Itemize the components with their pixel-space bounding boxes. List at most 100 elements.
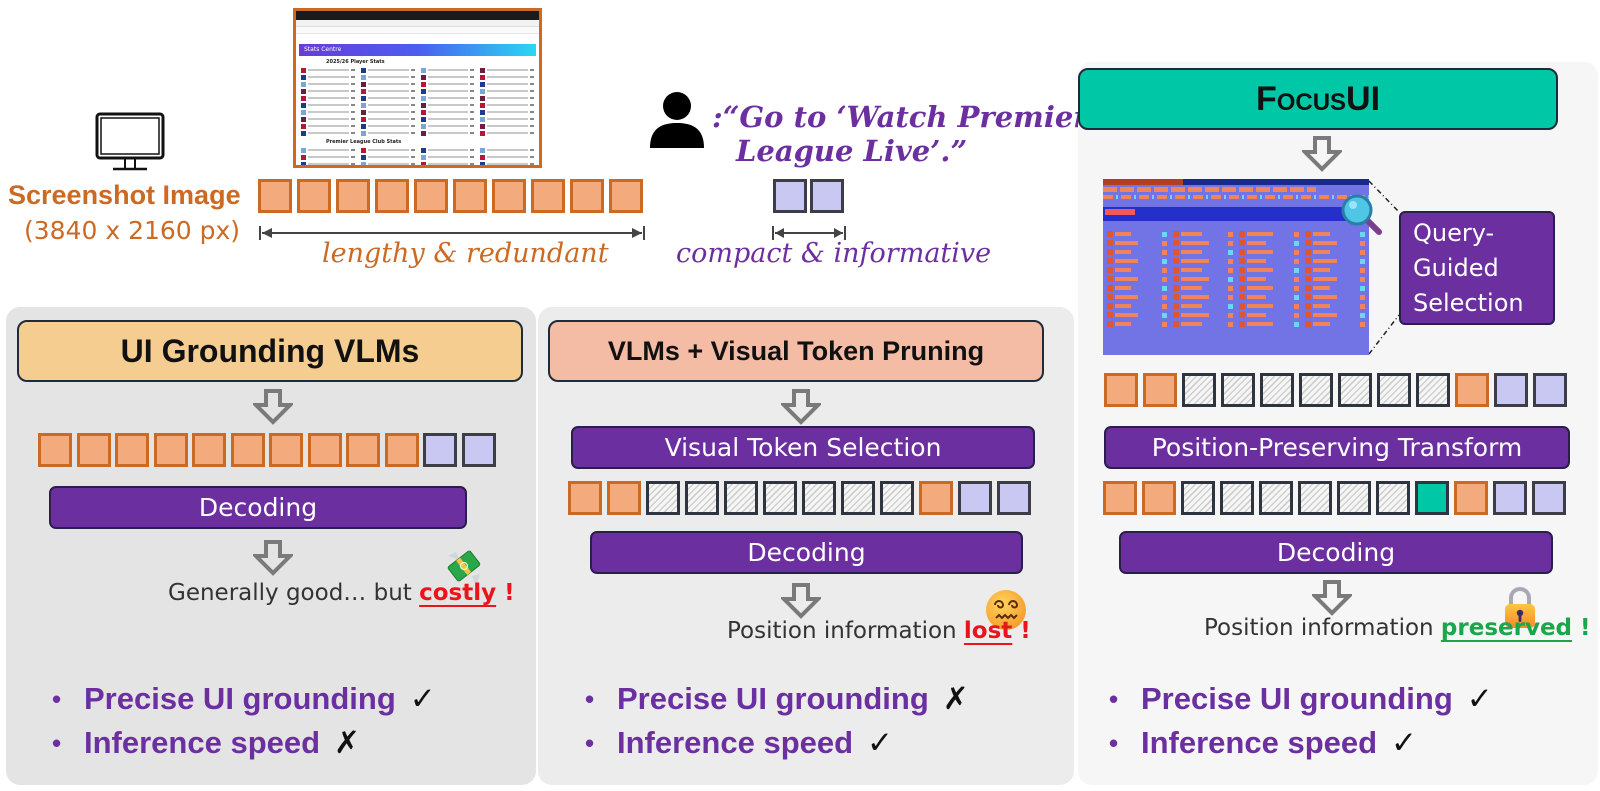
heatmap-row [1305,321,1365,327]
thumbnail-stats-grid [296,67,539,136]
heatmap-row [1305,294,1365,300]
pruned-token [1182,373,1216,407]
thumbnail-row [360,67,415,73]
heatmap-row [1173,240,1233,246]
thumbnail-row [480,130,534,136]
text-token [1532,481,1566,515]
pruned-token [841,481,875,515]
thumbnail-section-title: 2025/26 Player Stats [326,59,385,65]
divider-left [535,320,538,780]
pruned-token [1416,373,1450,407]
bullet-item: Inference speed✗ [44,721,436,765]
visual-token-selection-bar: Visual Token Selection [571,426,1035,469]
decoding-label: Decoding [747,538,866,567]
image-token [307,433,342,467]
result-prefix: Generally good… but [168,580,420,606]
thumbnail-row [420,147,475,153]
thumbnail-row [480,88,534,94]
heatmap-row [1173,321,1233,327]
thumbnail-row [420,116,475,122]
heatmap-row [1239,258,1299,264]
heatmap-row [1305,303,1365,309]
heatmap-row [1239,294,1299,300]
text-token [810,179,844,213]
image-token [1142,481,1176,515]
pruned-token [1376,481,1410,515]
thumbnail-row [480,95,534,101]
heatmap-row [1305,231,1365,237]
down-arrow-icon [779,389,823,425]
heatmap-row [1305,258,1365,264]
heatmap-row [1305,312,1365,318]
heatmap-row [1107,285,1167,291]
decoding-bar: Decoding [49,486,467,529]
vlm-token-sequence [38,433,508,469]
image-token [336,179,370,213]
pruned-token [1259,481,1293,515]
down-arrow-icon [251,540,295,576]
query-line-2: League Live’.” [736,134,968,168]
pruned-token [685,481,719,515]
pruned-token [646,481,680,515]
heatmap-row [1173,249,1233,255]
image-token [919,481,953,515]
thumbnail-row [301,81,355,87]
image-token [531,179,565,213]
thumbnail-row [360,161,415,165]
panel-title-text: UI Grounding VLMs [120,332,420,369]
heatmap-row [1173,312,1233,318]
thumbnail-row [360,130,415,136]
thumbnail-row [360,102,415,108]
screenshot-thumbnail: Stats Centre 2025/26 Player Stats Premie… [293,8,542,168]
callout-connector [1368,180,1401,355]
selected-token-sequence [1104,373,1574,409]
focusui-bullets: Precise UI grounding✓ Inference speed✓ [1101,677,1493,765]
image-token [269,433,303,467]
bullet-label: Precise UI grounding [617,681,929,716]
image-token [568,481,602,515]
heatmap-row [1107,321,1167,327]
thumbnail-row [360,109,415,115]
result-prefix: Position information [1204,615,1441,641]
image-token [414,179,448,213]
query-colon: : [712,100,723,134]
thumbnail-row [360,81,415,87]
text-token [461,433,496,467]
heatmap-row [1107,267,1167,273]
result-text-lost: Position information lost ! [727,618,1031,644]
heatmap-row [1305,240,1365,246]
query-guided-heatmap [1103,179,1369,355]
image-token-sequence [258,179,648,215]
result-suffix: ! [1012,618,1031,644]
user-icon [648,90,706,148]
thumbnail-row [301,154,355,160]
length-arrow-short [771,225,847,241]
bullet-item: Inference speed✓ [1101,721,1493,765]
thumbnail-row [301,102,355,108]
vlm-bullets: Precise UI grounding✓ Inference speed✗ [44,677,436,765]
lock-icon [1502,587,1538,629]
thumbnail-row [420,81,475,87]
pruned-token [1221,373,1255,407]
image-token [570,179,604,213]
heatmap-row [1305,249,1365,255]
heatmap-row [1173,294,1233,300]
money-with-wings-icon [444,546,484,586]
pruned-token [1337,481,1371,515]
heatmap-row [1305,285,1365,291]
pruning-bullets: Precise UI grounding✗ Inference speed✓ [577,677,969,765]
thumbnail-row [360,116,415,122]
ui-grounding-vlms-title: UI Grounding VLMs [17,320,523,382]
result-emph: costly [419,580,497,606]
heatmap-row [1173,258,1233,264]
heatmap-row [1173,303,1233,309]
thumbnail-banner: Stats Centre [299,44,536,56]
thumbnail-row [420,102,475,108]
image-token [38,433,72,467]
down-arrow-icon [1300,136,1344,172]
thumbnail-row [301,147,355,153]
image-token [153,433,188,467]
bullet-item: Inference speed✓ [577,721,969,765]
thumbnail-row [360,123,415,129]
image-token [230,433,265,467]
